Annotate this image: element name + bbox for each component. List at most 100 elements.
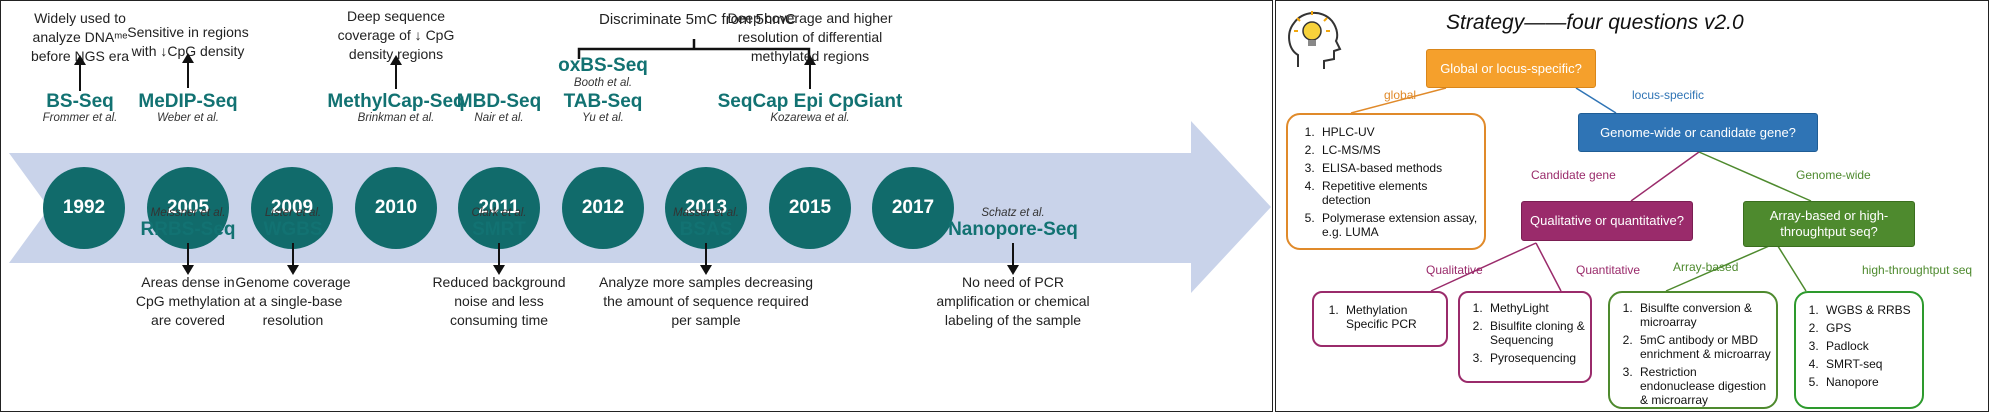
global-methods-list: HPLC-UV LC-MS/MS ELISA-based methodsRepeti…: [1286, 113, 1486, 250]
description-line: resolution of differential: [737, 29, 883, 45]
arrow-up-icon: [74, 55, 86, 91]
list-item: Repetitive elements detection: [1318, 179, 1478, 207]
list-item: WGBS & RRBS: [1822, 303, 1918, 317]
description-line: amplification or chemical: [936, 293, 1090, 309]
method-bs-seq: BS-Seq: [46, 91, 114, 112]
description-medip-seq: Sensitive in regions with ↓CpG density: [127, 23, 248, 61]
description-line: noise and less: [454, 293, 544, 309]
flowchart-panel: Strategy——four questions v2.0 Global or …: [1275, 0, 1989, 412]
author-tab-seq: Yu et al.: [582, 112, 624, 124]
list-item: 5mC antibody or MBD enrichment & microar…: [1636, 333, 1772, 361]
author-oxbs-seq: Booth et al.: [573, 77, 633, 89]
author-rrbs-seq: Meissner et al.: [150, 207, 226, 219]
edge-label-high-throughput-seq: high-throughtput seq: [1862, 263, 1973, 277]
list-item: GPS: [1822, 321, 1918, 335]
list-item: Polymerase extension assay, e.g. LUMA: [1318, 211, 1478, 239]
description-line: Widely used to: [34, 10, 126, 26]
description-nanopore-seq: No need of PCR amplification or chemical l…: [936, 273, 1089, 330]
description-line: with ↓CpG density: [131, 43, 245, 59]
author-wgbs: Lister et al.: [264, 207, 322, 219]
description-line: labeling of the sample: [944, 312, 1082, 328]
description-line: analyze DNAᵐᵉ: [32, 29, 128, 45]
method-tab-seq: TAB-Seq: [563, 91, 643, 112]
group-bracket: [577, 39, 811, 59]
description-line: density regions: [348, 46, 444, 62]
description-wgbs: Genome coverage at a single-base resolutio…: [235, 273, 350, 330]
edge-label-genome-wide: Genome-wide: [1796, 168, 1871, 182]
year-circle-2011: 2011: [458, 167, 540, 249]
list-item: Padlock: [1822, 339, 1918, 353]
list-item: Methylation Specific PCR: [1342, 303, 1440, 331]
arrow-down-icon: [287, 243, 299, 275]
list-item: Pyrosequencing: [1486, 351, 1586, 365]
year-circle-2017: 2017: [872, 167, 954, 249]
arrow-down-icon: [493, 243, 505, 275]
description-rrbs-seq: Areas dense in CpG methylation are covered: [136, 273, 240, 330]
author-seqcap-epi-cpgiant: Kozarewa et al.: [770, 112, 850, 124]
hts-methods-list: WGBS & RRBSGPSPadlockSMRT-seqNanopore: [1794, 291, 1924, 409]
quantitative-methods-list: MethyLightBisulfite cloning & Sequencing…: [1458, 291, 1592, 383]
year-circle-2013: 2013: [665, 167, 747, 249]
method-medip-seq: MeDIP-Seq: [138, 91, 238, 112]
description-line: Sensitive in regions: [127, 24, 249, 40]
year-circle-2012: 2012: [562, 167, 644, 249]
description-line: Deep coverage and higher: [727, 10, 893, 26]
description-line: No need of PCR: [962, 274, 1064, 290]
author-nanopore-seq: Schatz et al.: [981, 207, 1045, 219]
list-item: Bisulfte conversion & microarray: [1636, 301, 1772, 329]
arrow-down-icon: [182, 243, 194, 275]
method-methylcap-seq: MethylCap-Seq: [327, 91, 465, 112]
author-medip-seq: Weber et al.: [157, 112, 219, 124]
author-bs-seq: Frommer et al.: [42, 112, 118, 124]
flow-title: Strategy——four questions v2.0: [1446, 11, 1744, 34]
edge-label-locus-specific: locus-specific: [1632, 88, 1705, 102]
year-circle-2009: 2009: [251, 167, 333, 249]
year-circle-2010: 2010: [355, 167, 437, 249]
edge-label-quantitative: Quantitative: [1576, 263, 1641, 277]
method-smrt: SMRT: [472, 219, 526, 240]
author-bsas: Masser et al.: [673, 207, 739, 219]
flow-connectors: [1350, 87, 1812, 292]
method-bsas: BSAS: [679, 219, 733, 240]
description-line: coverage of ↓ CpG: [337, 27, 455, 43]
question-genome-or-candidate: Genome-wide or candidate gene?: [1578, 113, 1818, 152]
method-wgbs: WGBS: [263, 219, 323, 240]
list-item: HPLC-UV: [1318, 125, 1478, 139]
year-circle-1992: 1992: [43, 167, 125, 249]
author-mbd-seq: Nair et al.: [474, 112, 524, 124]
question-global-or-locus: Global or locus-specific?: [1426, 49, 1596, 88]
array-methods-list: Bisulfte conversion & microarray 5mC anti…: [1608, 291, 1778, 409]
question-qualitative-or-quantitative: Qualitative or quantitative?: [1521, 201, 1693, 241]
method-nanopore-seq: Nanopore-Seq: [948, 219, 1078, 240]
list-item: ELISA-based methods: [1318, 161, 1478, 175]
method-mbd-seq: MBD-Seq: [456, 91, 542, 112]
timeline-panel: Discriminate 5mC from 5hmC 1992 2005 2009 2…: [0, 0, 1273, 412]
lightbulb-head-icon: [1288, 11, 1342, 69]
description-line: CpG methylation: [135, 293, 241, 309]
list-item: SMRT-seq: [1822, 357, 1918, 371]
arrow-up-icon: [390, 55, 402, 89]
description-line: are covered: [151, 312, 225, 328]
description-line: Analyze more samples decreasing: [599, 274, 813, 290]
question-array-or-hts: Array-based or high-throughtput seq?: [1743, 201, 1915, 247]
description-line: resolution: [262, 312, 324, 328]
edge-label-qualitative: Qualitative: [1426, 263, 1483, 277]
description-line: consuming time: [449, 312, 549, 328]
year-circle-2015: 2015: [769, 167, 851, 249]
year-circle-2005: 2005: [147, 167, 229, 249]
description-line: Areas dense in: [141, 274, 235, 290]
list-item: Bisulfite cloning & Sequencing: [1486, 319, 1586, 347]
qualitative-methods-list: Methylation Specific PCR: [1312, 291, 1448, 347]
group-caption: Discriminate 5mC from 5hmC: [599, 11, 796, 28]
method-seqcap-epi-cpgiant: SeqCap Epi CpGiant: [717, 91, 903, 112]
list-item: LC-MS/MS: [1318, 143, 1478, 157]
arrow-up-icon: [182, 53, 194, 88]
description-line: at a single-base: [243, 293, 343, 309]
description-line: the amount of sequence required: [603, 293, 809, 309]
author-smrt: Clark et al.: [471, 207, 527, 219]
arrow-up-icon: [804, 55, 816, 89]
description-line: Reduced background: [432, 274, 566, 290]
description-line: Genome coverage: [235, 274, 351, 290]
